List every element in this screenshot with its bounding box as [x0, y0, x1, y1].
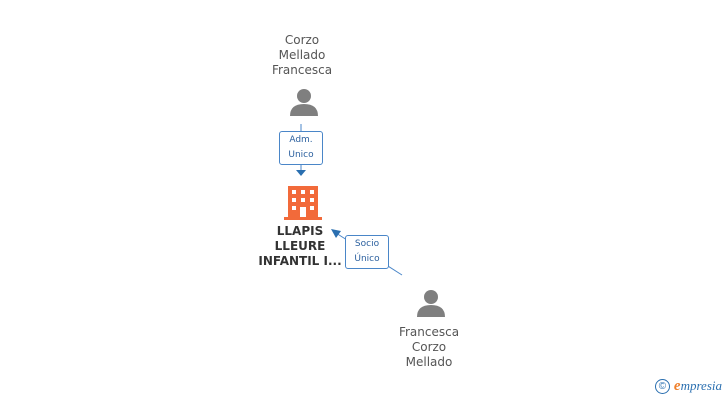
- role-line: Único: [354, 254, 380, 264]
- arrowhead-socio: [331, 229, 341, 238]
- name-line: Francesca: [271, 63, 333, 77]
- name-line: Corzo: [411, 340, 447, 354]
- copyright-icon: ©: [654, 378, 670, 394]
- role-line: Unico: [288, 150, 314, 160]
- role-badge-socio: Socio Único: [345, 235, 389, 269]
- role-line: Adm.: [289, 135, 313, 145]
- role-badge-admin: Adm. Unico: [279, 131, 323, 165]
- brand-rest: mpresia: [680, 377, 722, 393]
- name-line: Mellado: [278, 48, 326, 62]
- company-name-line: LLEURE: [274, 239, 326, 253]
- name-line: Corzo: [284, 33, 320, 47]
- name-line: Mellado: [405, 355, 453, 369]
- person-name-top[interactable]: Corzo Mellado Francesca: [242, 33, 362, 78]
- name-line: Francesca: [398, 325, 460, 339]
- arrowhead-admin: [296, 170, 306, 176]
- company-name-line: LLAPIS: [276, 224, 324, 238]
- person-icon: [417, 290, 445, 317]
- person-name-bottom[interactable]: Francesca Corzo Mellado: [369, 325, 489, 370]
- brand-logo: © empresia: [654, 376, 722, 396]
- person-icon: [290, 89, 318, 116]
- role-line: Socio: [354, 239, 380, 249]
- company-name[interactable]: LLAPIS LLEURE INFANTIL I...: [240, 224, 360, 269]
- company-name-line: INFANTIL I...: [258, 254, 342, 268]
- building-icon: [284, 186, 322, 220]
- brand-initial: e: [673, 377, 681, 394]
- brand-name: empresia: [674, 378, 722, 395]
